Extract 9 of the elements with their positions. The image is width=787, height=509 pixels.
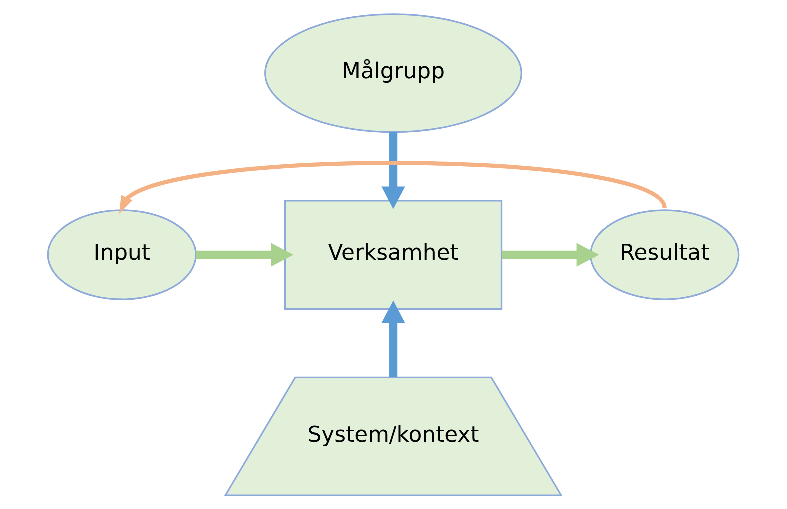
arrow: [382, 300, 406, 378]
node-box: Verksamhet: [284, 200, 503, 310]
arrow: [196, 242, 294, 266]
arrow: [382, 132, 406, 209]
node-ellipse: Resultat: [590, 209, 740, 300]
node-ellipse: Input: [47, 209, 197, 300]
arrow: [120, 160, 667, 214]
arrow: [502, 242, 600, 266]
node-ellipse: Målgrupp: [264, 13, 522, 133]
